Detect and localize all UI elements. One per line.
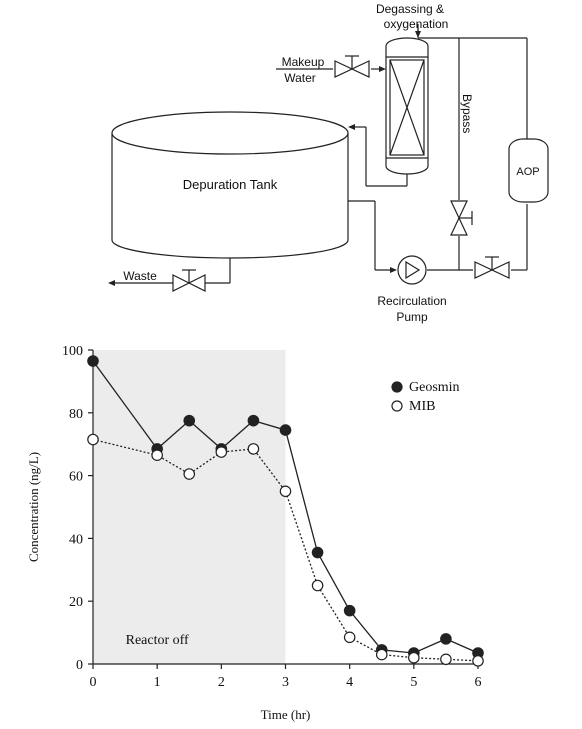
- diagram-labels: Degassing & oxygenation Makeup Water Byp…: [123, 2, 539, 324]
- valve-bypass: [450, 200, 473, 236]
- process-diagram: [108, 24, 549, 292]
- point-geosmin: [87, 355, 99, 367]
- x-tick-label: 2: [218, 675, 225, 690]
- point-mib: [279, 485, 292, 498]
- tank-label: Depuration Tank: [183, 177, 278, 192]
- point-geosmin: [311, 546, 324, 559]
- legend-marker-geosmin: [391, 381, 403, 393]
- pipes: [108, 24, 528, 286]
- valve-makeup: [334, 55, 370, 78]
- point-mib: [183, 468, 196, 480]
- y-tick-label: 80: [69, 407, 83, 422]
- degassing-label-line2: oxygenation: [384, 17, 449, 31]
- y-axis-title: Concentration (ng/L): [26, 452, 41, 562]
- pump-label-line1: Recirculation: [377, 294, 446, 308]
- point-geosmin: [440, 633, 452, 645]
- y-tick-label: 0: [76, 658, 83, 673]
- point-mib: [440, 653, 452, 666]
- degassing-column: [385, 37, 429, 181]
- x-tick-label: 1: [154, 675, 161, 690]
- point-mib: [215, 446, 228, 458]
- point-geosmin: [183, 414, 196, 427]
- series-line-geosmin: [92, 360, 479, 654]
- reactor-off-region: [93, 350, 286, 664]
- y-tick-label: 60: [69, 470, 83, 485]
- valve-aop: [474, 256, 510, 279]
- series-layer: [87, 355, 484, 667]
- aop-vessel: [508, 138, 549, 203]
- point-geosmin: [247, 414, 260, 427]
- point-geosmin: [343, 604, 356, 617]
- point-mib: [375, 648, 388, 661]
- x-tick-label: 5: [410, 675, 417, 690]
- aop-label: AOP: [516, 166, 539, 178]
- depuration-tank: [111, 111, 349, 259]
- y-tick-label: 40: [69, 532, 83, 547]
- point-geosmin: [279, 424, 292, 436]
- point-mib: [343, 631, 356, 644]
- valve-waste: [172, 269, 206, 292]
- x-tick-label: 3: [282, 675, 289, 690]
- point-mib: [247, 443, 260, 455]
- y-tick-label: 100: [62, 344, 83, 359]
- makeup-label-line2: Water: [284, 71, 316, 85]
- point-mib: [408, 651, 420, 664]
- point-mib: [311, 579, 324, 592]
- x-axis-title: Time (hr): [261, 707, 311, 722]
- legend-label-geosmin: Geosmin: [409, 380, 460, 395]
- legend-marker-mib: [391, 400, 403, 412]
- x-tick-label: 4: [346, 675, 353, 690]
- waste-label: Waste: [123, 269, 157, 283]
- x-tick-label: 6: [475, 675, 482, 690]
- point-mib: [472, 655, 484, 667]
- makeup-label-line1: Makeup: [282, 55, 325, 69]
- degassing-label-line1: Degassing &: [376, 2, 444, 16]
- bypass-label: Bypass: [460, 94, 474, 133]
- point-mib: [151, 449, 163, 461]
- pump-label-line2: Pump: [396, 310, 428, 324]
- y-tick-label: 20: [69, 595, 83, 610]
- recirculation-pump-icon: [397, 255, 427, 285]
- reactor-off-label: Reactor off: [126, 633, 189, 648]
- legend-label-mib: MIB: [409, 399, 435, 414]
- x-tick-label: 0: [90, 675, 97, 690]
- point-mib: [87, 433, 99, 446]
- series-line-mib: [92, 438, 479, 662]
